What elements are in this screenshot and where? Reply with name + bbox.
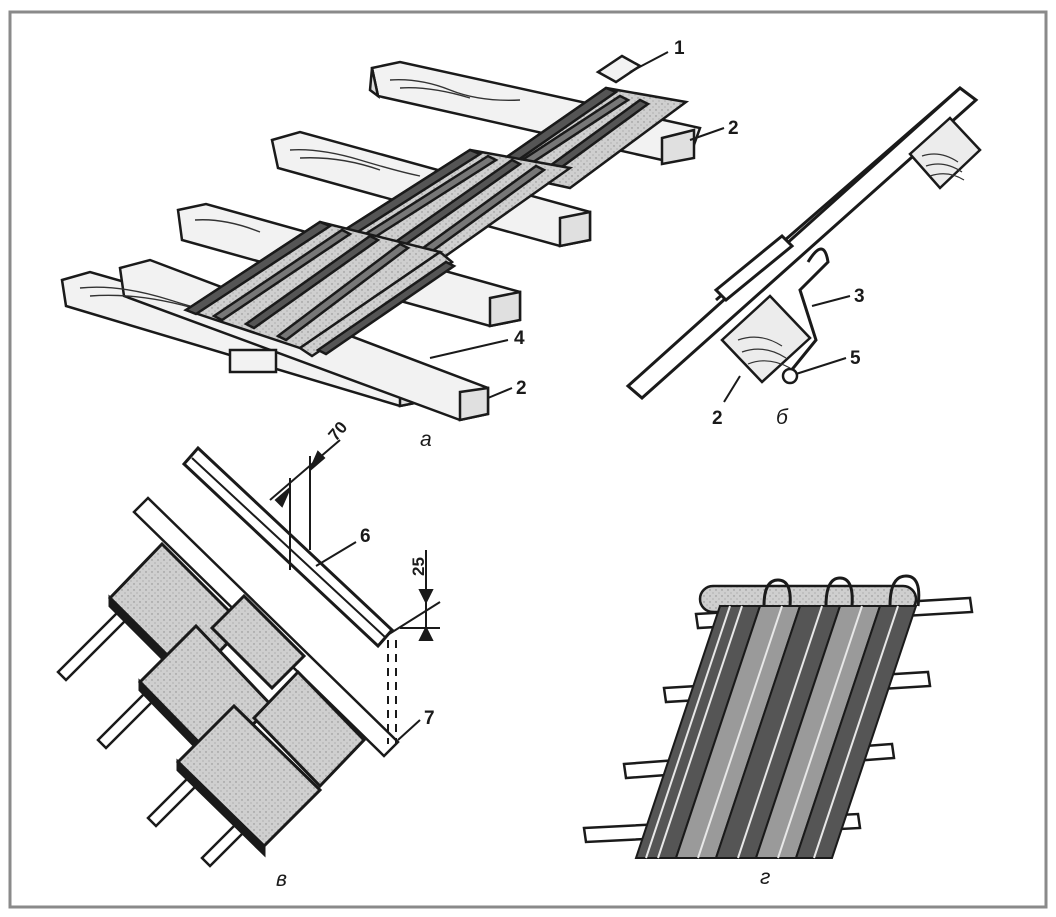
sheet-section xyxy=(625,86,979,400)
callout-leaders-v xyxy=(315,541,421,741)
callout-5: 5 xyxy=(850,348,861,369)
hook-bolt xyxy=(788,247,830,373)
callout-2-upper: 2 xyxy=(728,118,739,139)
caption-v: в xyxy=(276,868,287,891)
panel-b: 3 5 2 б xyxy=(625,86,982,429)
callout-2-b: 2 xyxy=(712,408,723,429)
hooks-g xyxy=(762,574,921,607)
dashed-guide xyxy=(387,640,397,744)
dimension-70-label: 70 xyxy=(325,418,352,445)
panel-v: 70 25 6 7 в xyxy=(56,418,441,891)
dimension-70 xyxy=(269,439,341,570)
callout-6: 6 xyxy=(360,526,371,547)
callout-2-lower: 2 xyxy=(516,378,527,399)
caption-g: г xyxy=(760,866,770,889)
corrugated-sheets xyxy=(183,86,690,358)
callout-7: 7 xyxy=(424,708,435,729)
figure-border xyxy=(8,10,1048,909)
callout-4: 4 xyxy=(514,328,525,349)
caption-b: б xyxy=(776,406,789,429)
purlin-top xyxy=(908,116,982,190)
callout-1: 1 xyxy=(674,38,685,59)
nut xyxy=(781,367,799,385)
callout-3: 3 xyxy=(854,286,865,307)
dimension-25-label: 25 xyxy=(409,557,428,576)
support-block xyxy=(228,348,278,374)
caption-a: а xyxy=(420,428,432,451)
tiles xyxy=(107,541,367,858)
panel-g: г xyxy=(582,574,974,889)
callout-leaders-a xyxy=(429,51,725,399)
corrugated-strips xyxy=(634,605,918,859)
callout-leaders-b xyxy=(723,295,851,403)
panel-a: 1 2 2 4 а xyxy=(60,38,739,451)
dimension-25 xyxy=(385,550,441,641)
